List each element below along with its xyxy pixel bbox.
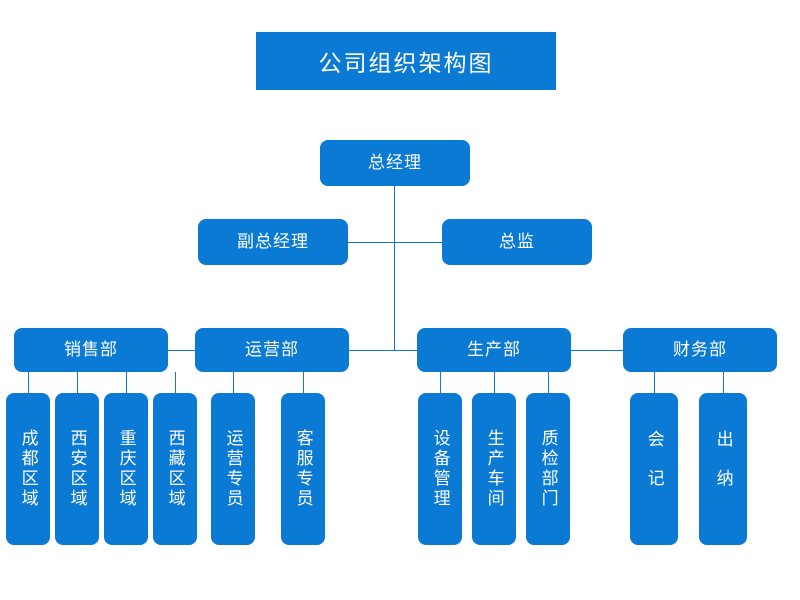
node-sales-unit-xian[interactable]: 西安区域 (55, 393, 99, 545)
connector-fin-accountant (654, 372, 655, 393)
node-director[interactable]: 总监 (442, 219, 592, 265)
node-finance-unit-accountant[interactable]: 会记 (630, 393, 678, 545)
node-operations-unit-customer-service[interactable]: 客服专员 (281, 393, 325, 545)
node-production-unit-equipment[interactable]: 设备管理 (418, 393, 462, 545)
node-operations-unit-specialist[interactable]: 运营专员 (211, 393, 255, 545)
page-title: 公司组织架构图 (256, 32, 556, 90)
node-production-unit-quality[interactable]: 质检部门 (526, 393, 570, 545)
node-department-production[interactable]: 生产部 (417, 328, 571, 372)
connector-level1-bar (348, 242, 442, 243)
node-sales-unit-chengdu[interactable]: 成都区域 (6, 393, 50, 545)
connector-prod-quality (548, 372, 549, 393)
node-sales-unit-chongqing[interactable]: 重庆区域 (104, 393, 148, 545)
connector-sales-xian (77, 372, 78, 393)
node-general-manager[interactable]: 总经理 (320, 140, 470, 186)
connector-ops-specialist (233, 372, 234, 393)
connector-prod-equipment (440, 372, 441, 393)
connector-sales-chongqing (126, 372, 127, 393)
node-finance-unit-cashier[interactable]: 出纳 (699, 393, 747, 545)
connector-fin-cashier (723, 372, 724, 393)
node-deputy-general-manager[interactable]: 副总经理 (198, 219, 348, 265)
connector-department-bus (168, 350, 623, 351)
node-department-finance[interactable]: 财务部 (623, 328, 777, 372)
node-production-unit-workshop[interactable]: 生产车间 (472, 393, 516, 545)
connector-ops-cs (303, 372, 304, 393)
connector-gm-stem (394, 186, 395, 350)
node-department-sales[interactable]: 销售部 (14, 328, 168, 372)
connector-prod-workshop (494, 372, 495, 393)
connector-sales-chengdu (28, 372, 29, 393)
connector-sales-tibet (175, 372, 176, 393)
node-department-operations[interactable]: 运营部 (195, 328, 349, 372)
node-sales-unit-tibet[interactable]: 西藏区域 (153, 393, 197, 545)
